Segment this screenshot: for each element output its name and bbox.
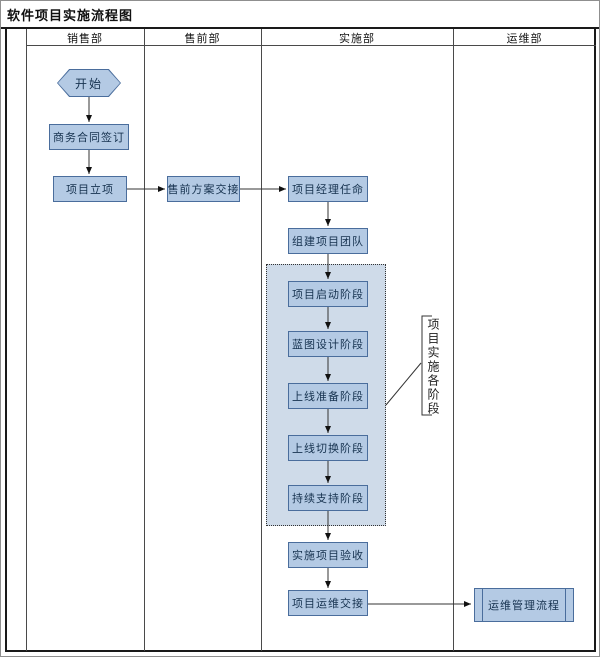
node-om-process-label: 运维管理流程 [488,599,560,612]
node-acceptance: 实施项目验收 [288,542,368,568]
node-phase-kickoff: 项目启动阶段 [288,281,368,307]
node-om-handover: 项目运维交接 [288,590,368,616]
node-start: 开始 [57,69,121,97]
lane-header-operations: 运维部 [506,31,543,45]
lane-header-sales: 销售部 [67,31,103,45]
page-title: 软件项目实施流程图 [7,9,134,24]
lane-divider-0 [26,29,27,651]
node-presales-handover: 售前方案交接 [167,176,240,202]
predef-right-bar [565,589,566,621]
lane-header-implementation: 实施部 [339,31,375,45]
lane-divider-3 [453,29,454,651]
node-phase-support: 持续支持阶段 [288,485,368,511]
node-phase-blueprint: 蓝图设计阶段 [288,331,368,357]
node-pm-appointment: 项目经理任命 [288,176,368,202]
lane-header-underline [26,45,596,46]
node-team-building: 组建项目团队 [288,228,368,254]
node-contract-signing: 商务合同签订 [49,124,129,150]
bracket-annotation-label: 项目实施各阶段 [426,318,440,416]
node-om-process: 运维管理流程 [474,588,574,622]
lane-header-presales: 售前部 [184,31,221,45]
lane-divider-2 [261,29,262,651]
node-project-initiation: 项目立项 [53,176,127,202]
lane-divider-1 [144,29,145,651]
predef-left-bar [482,589,483,621]
node-phase-golive-prep: 上线准备阶段 [288,383,368,409]
swimlane-outer-border [5,27,596,652]
node-start-label: 开始 [58,70,120,96]
node-phase-cutover: 上线切换阶段 [288,435,368,461]
